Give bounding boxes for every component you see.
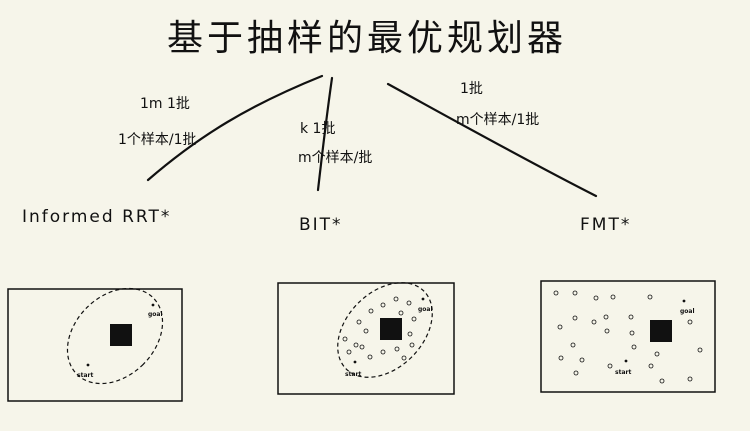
start-point: [624, 359, 628, 363]
sample-point: [697, 347, 703, 353]
branch-line-informed-rrt: [146, 74, 324, 182]
sample-point: [628, 314, 634, 320]
sample-points: [342, 296, 417, 361]
goal-label: goal: [680, 308, 695, 315]
sample-point: [629, 330, 635, 336]
sample-point: [363, 328, 369, 334]
panel-frame: [540, 280, 716, 393]
panel-fmt: goal start: [540, 280, 716, 393]
sample-point: [398, 310, 404, 316]
sample-point: [380, 302, 386, 308]
sample-point: [367, 354, 373, 360]
goal-point: [151, 303, 155, 307]
goal-label: goal: [418, 306, 433, 313]
sample-point: [407, 331, 413, 337]
sample-point: [687, 376, 693, 382]
obstacle-square: [380, 318, 402, 340]
goal-point: [682, 299, 686, 303]
obstacle-square: [110, 324, 132, 346]
sample-point: [406, 300, 412, 306]
method-label-bit: BIT*: [299, 215, 343, 235]
informed-ellipse: [337, 282, 433, 378]
start-label: start: [345, 371, 361, 378]
sample-point: [353, 342, 359, 348]
sample-point: [359, 344, 365, 350]
sample-point: [604, 328, 610, 334]
start-point: [86, 363, 90, 367]
sample-point: [573, 370, 579, 376]
panel-informed-rrt: goal start: [7, 287, 183, 402]
note-fmt-samples: m个样本/1批: [456, 112, 539, 128]
obstacle-square: [650, 320, 672, 342]
sample-point: [411, 316, 417, 322]
sample-point: [356, 319, 362, 325]
note-informed-rrt-batch: 1m 1批: [140, 96, 190, 112]
sample-point: [409, 342, 415, 348]
start-label: start: [77, 372, 93, 379]
sample-point: [659, 378, 665, 384]
panel-frame: [7, 288, 183, 402]
sample-point: [393, 296, 399, 302]
sample-points: [553, 290, 703, 384]
start-point: [353, 360, 357, 364]
goal-label: goal: [148, 311, 163, 318]
sample-point: [394, 346, 400, 352]
sample-point: [607, 363, 613, 369]
sample-point: [346, 349, 352, 355]
sample-point: [654, 351, 660, 357]
page-title: 基于抽样的最优规划器: [167, 18, 567, 59]
start-label: start: [615, 369, 631, 376]
note-informed-rrt-samples: 1个样本/1批: [118, 132, 197, 148]
informed-ellipse: [66, 287, 164, 385]
note-fmt-batch: 1批: [460, 81, 483, 97]
branch-line-fmt: [386, 82, 598, 198]
note-bit-batch: k 1批: [300, 121, 335, 137]
sample-point: [570, 342, 576, 348]
branch-line-bit: [316, 76, 334, 192]
sample-point: [553, 290, 559, 296]
sample-point: [572, 315, 578, 321]
sample-point: [593, 295, 599, 301]
panel-bit: goal start: [277, 282, 455, 395]
goal-point: [421, 297, 425, 301]
sample-point: [648, 363, 654, 369]
note-bit-samples: m个样本/批: [298, 150, 372, 166]
sample-point: [342, 336, 348, 342]
sample-point: [380, 349, 386, 355]
sample-point: [631, 344, 637, 350]
sample-point: [579, 357, 585, 363]
sample-point: [368, 308, 374, 314]
method-label-fmt: FMT*: [580, 215, 631, 235]
sample-point: [603, 314, 609, 320]
sample-point: [610, 294, 616, 300]
sample-point: [591, 319, 597, 325]
method-label-informed-rrt: Informed RRT*: [22, 207, 171, 227]
sample-point: [401, 355, 407, 361]
sample-point: [572, 290, 578, 296]
sample-point: [687, 319, 693, 325]
sample-point: [647, 294, 653, 300]
sample-point: [557, 324, 563, 330]
sample-point: [558, 355, 564, 361]
panel-frame: [277, 282, 455, 395]
